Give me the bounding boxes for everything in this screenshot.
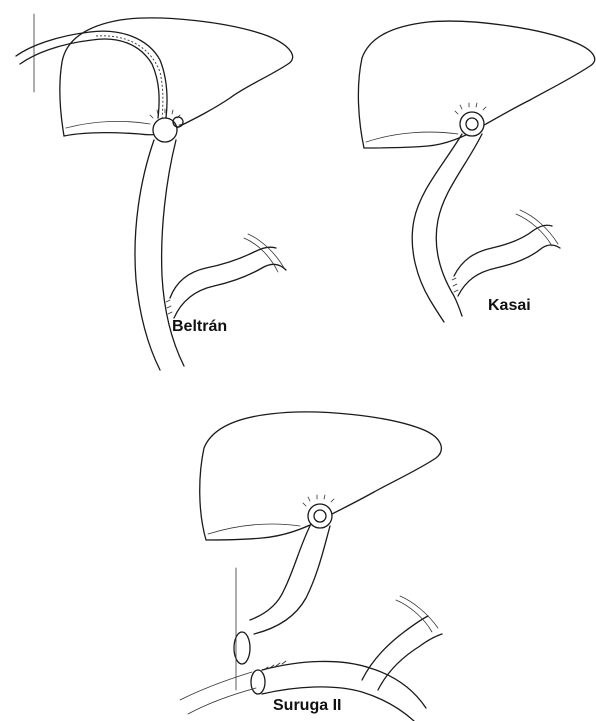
roux-limb-beltran (135, 140, 160, 370)
jejunum-kasai (454, 225, 552, 276)
jejunum-beltran (170, 247, 276, 298)
label-beltran: Beltrán (172, 318, 227, 336)
label-kasai: Kasai (488, 297, 531, 315)
label-suruga-ii: Suruga II (273, 697, 341, 715)
anastomosis-kasai (460, 112, 484, 136)
liver-beltran (60, 18, 293, 136)
anastomosis-suruga (308, 504, 332, 528)
panel-suruga (180, 412, 442, 721)
panel-beltran (16, 14, 293, 370)
panel-kasai (358, 21, 594, 322)
